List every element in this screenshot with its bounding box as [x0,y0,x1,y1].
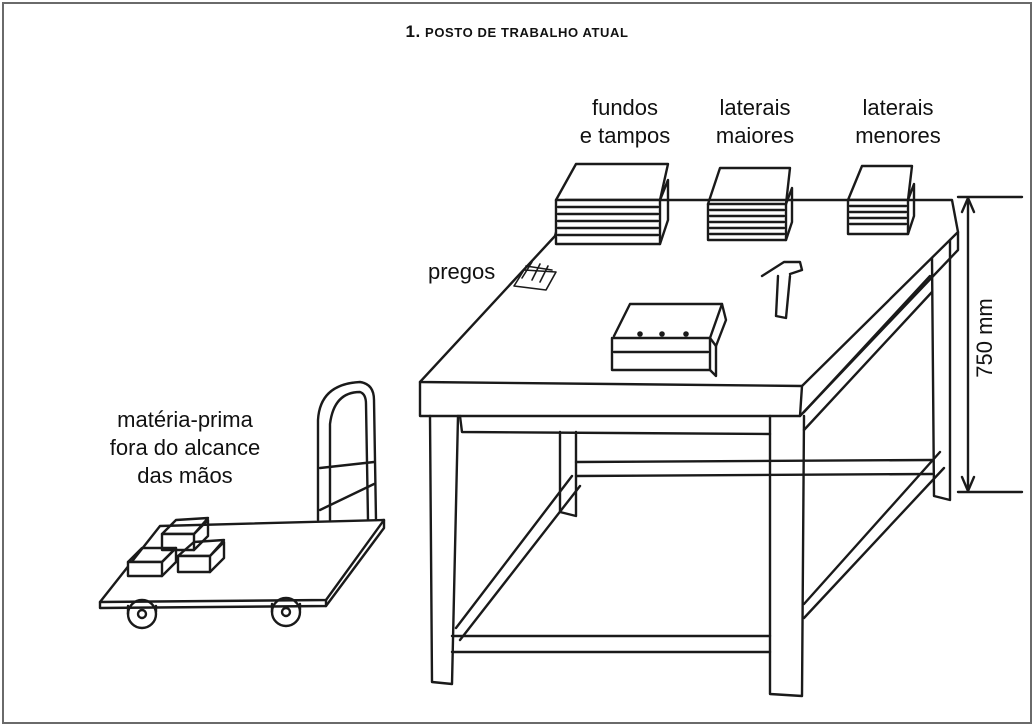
label-line: e tampos [579,123,671,148]
table-leg [770,416,804,696]
raw-material-blocks [128,518,224,576]
label-pregos: pregos [428,259,496,284]
box-in-assembly [612,304,726,376]
stack-laterais-menores [848,166,914,234]
height-dimension [958,197,1022,492]
label-fundos-e-tampos: fundos e tampos [565,94,685,150]
label-line: menores [855,123,941,148]
cart-wheel [272,598,300,626]
table-leg [932,240,950,500]
nails-box [514,262,556,290]
label-line: laterais [862,95,934,120]
work-table [420,200,958,696]
label-laterais-menores: laterais menores [838,94,958,150]
label-line: maiores [715,123,795,148]
label-line: fundos [591,95,659,120]
hand-cart [100,382,384,628]
figure-title: 1. POSTO DE TRABALHO ATUAL [0,22,1034,42]
label-line: laterais [719,95,791,120]
table-leg [430,416,458,684]
figure-title-text: POSTO DE TRABALHO ATUAL [425,25,629,40]
figure-number: 1. [405,22,421,41]
label-line: matéria-prima [117,407,253,432]
stack-laterais-maiores [708,168,792,240]
label-materia-prima: matéria-prima fora do alcance das mãos [75,406,295,490]
table-leg [560,432,576,516]
label-laterais-maiores: laterais maiores [695,94,815,150]
hammer [762,262,802,318]
cart-wheel [128,600,156,628]
label-line: das mãos [137,463,233,488]
label-line: fora do alcance [109,435,261,460]
stack-fundos-tampos [556,164,668,244]
